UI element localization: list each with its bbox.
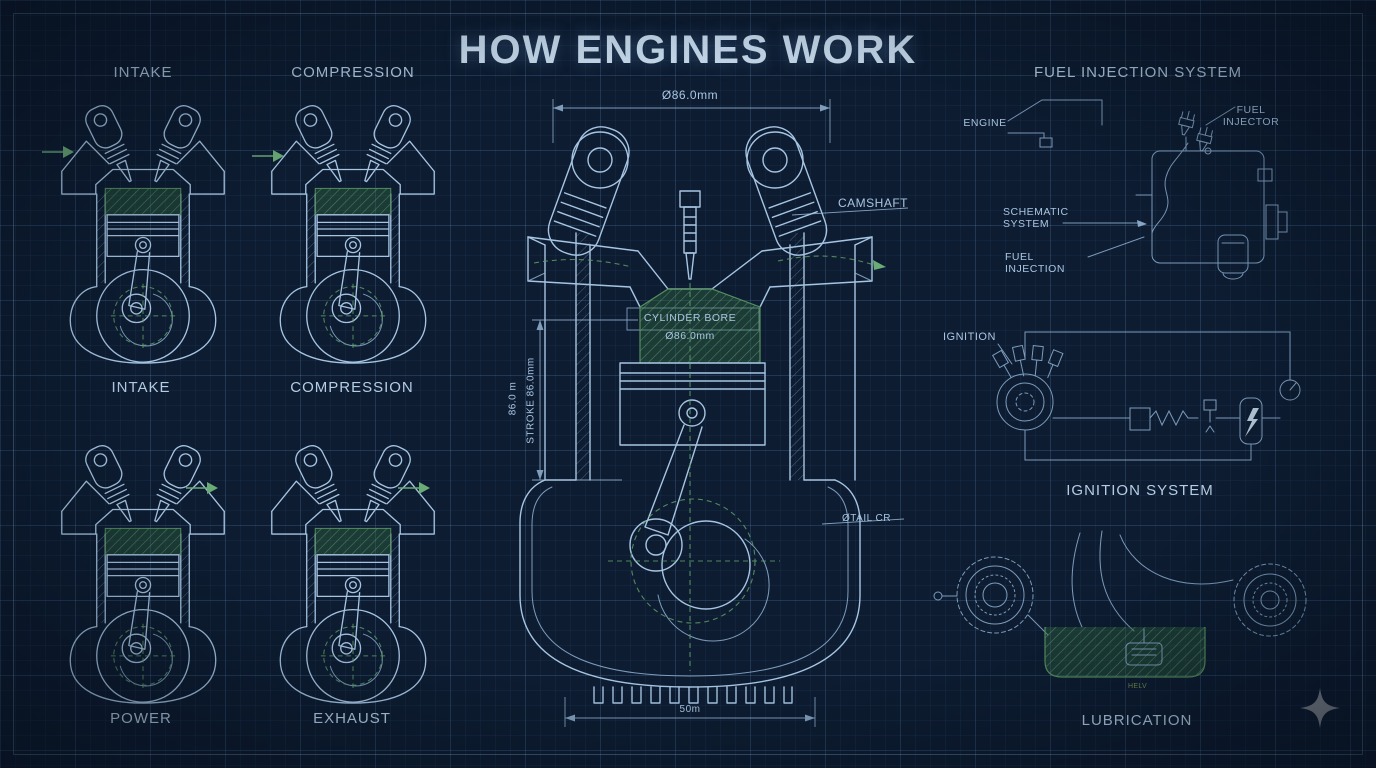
ignition-schematic (991, 331, 1301, 461)
combustion-chamber (639, 288, 761, 364)
fuel-injector-icon (1194, 125, 1215, 153)
fuel-injection-label: FUEL INJECTION (1005, 251, 1065, 275)
engine-label: ENGINE (963, 117, 1007, 129)
bore-dimension-label: Ø86.0mm (661, 88, 719, 102)
power-label: POWER (110, 710, 172, 727)
crankshaft (629, 424, 770, 642)
compression-top-label: COMPRESSION (291, 64, 415, 81)
intake-mid-label: INTAKE (111, 379, 171, 396)
power-stroke-diagram (61, 441, 225, 704)
schematic-line1: SCHEMATIC (1003, 206, 1069, 218)
fuel-injector-label: FUEL INJECTOR (1222, 104, 1280, 128)
stroke-label: STROKE 86.0mm (525, 357, 537, 444)
intake-flow-arrow (42, 146, 74, 158)
compression-mid-label: COMPRESSION (290, 379, 414, 396)
cylinder-bore-value: Ø86.0mm (665, 330, 715, 342)
exhaust-flow-arrow (398, 482, 430, 494)
fuel-injector-icon (1176, 109, 1197, 137)
ignition-label: IGNITION (943, 331, 996, 343)
sparkle-ornament (1300, 688, 1340, 728)
fuel-injection-title: FUEL INJECTION SYSTEM (1034, 64, 1242, 81)
compression-flow-arrow (252, 150, 284, 162)
lightning-bolt-icon (1245, 408, 1259, 437)
ignition-lines (991, 331, 1301, 461)
stroke-dimension-label: 86.0 m (507, 381, 519, 416)
compression-stroke-diagram (271, 101, 435, 364)
intake-top-label: INTAKE (113, 64, 173, 81)
oil-pan (1044, 627, 1206, 678)
ignition-system-title: IGNITION SYSTEM (1066, 482, 1214, 499)
exhaust-stroke-diagram (271, 441, 435, 704)
pump-note-label: HELV (1128, 683, 1147, 690)
exhaust-label: EXHAUST (313, 710, 391, 727)
lubrication-lines (933, 530, 1307, 637)
power-flow-arrow (186, 482, 218, 494)
camshaft-label: CAMSHAFT (838, 196, 908, 210)
lubrication-title: LUBRICATION (1081, 712, 1193, 729)
cylinder-bore-title: CYLINDER BORE (643, 312, 737, 324)
spark-plug (679, 190, 701, 280)
crank-label: ØTAIL CR (842, 513, 892, 524)
piston (619, 362, 766, 446)
schematic-line2: SYSTEM (1003, 218, 1050, 230)
main-engine-diagram (519, 99, 909, 727)
intake-stroke-diagram (61, 101, 225, 364)
base-dimension-label: 50m (679, 704, 701, 715)
